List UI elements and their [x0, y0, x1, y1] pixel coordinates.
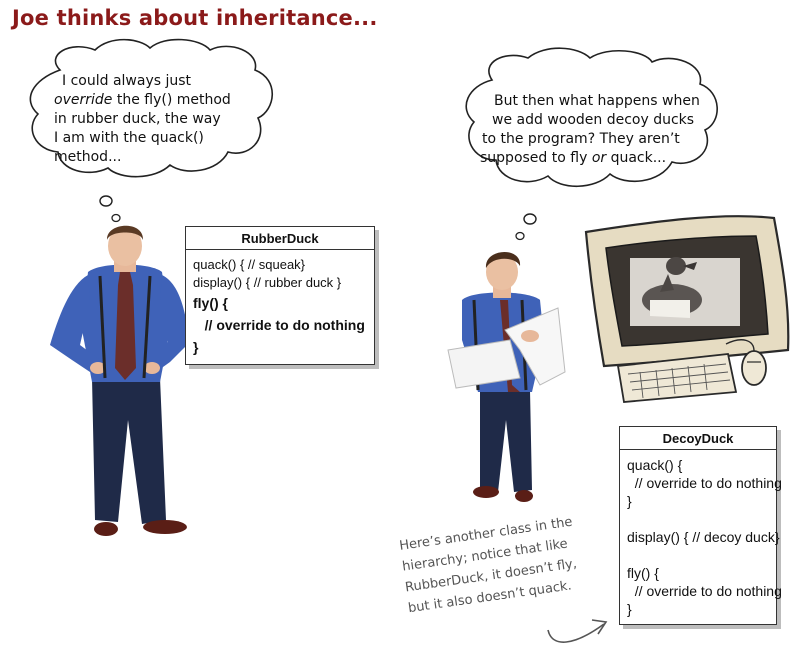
decoyduck-method-fly-close: }: [627, 601, 632, 617]
thought-bubble-right: [465, 47, 718, 187]
decoyduck-method-display: display() { // decoy duck}: [627, 529, 780, 545]
computer-illustration: [584, 215, 790, 403]
decoyduck-spacer-2: [627, 546, 770, 564]
thought-text-right: But then what happens when we add wooden…: [480, 92, 700, 168]
rubberduck-class-box: RubberDuck quack() { // squeak} display(…: [185, 226, 375, 365]
thought-right-emphasis: or: [591, 150, 607, 166]
decoyduck-class-box: DecoyDuck quack() { // override to do no…: [619, 426, 782, 625]
rubberduck-method-quack: quack() { // squeak}: [193, 257, 306, 272]
decoyduck-spacer-1: [627, 510, 770, 528]
rubberduck-class-name: RubberDuck: [186, 227, 374, 250]
thought-left-line-2: override the fly() method: [54, 91, 231, 110]
note-arrow: [547, 623, 605, 643]
thought-left-line-1: I could always just: [62, 73, 192, 89]
thought-dot-right-large: [523, 213, 537, 225]
page-title: Joe thinks about inheritance...: [12, 6, 378, 30]
decoyduck-class-name: DecoyDuck: [620, 427, 776, 450]
thought-right-line-4a: supposed to fly: [480, 150, 592, 166]
thought-dot-right-small: [515, 231, 525, 241]
decoyduck-method-quack-comment: // override to do nothing: [627, 475, 782, 491]
decoyduck-method-quack-close: }: [627, 493, 632, 509]
rubberduck-method-display: display() { // rubber duck }: [193, 275, 342, 290]
person-joe-standing: [50, 225, 190, 536]
person-reading-papers: [447, 251, 566, 502]
decoyduck-method-quack: quack() {: [627, 457, 683, 473]
thought-left-line-2-rest: the fly() method: [112, 92, 231, 108]
decoyduck-class-methods: quack() { // override to do nothing } di…: [620, 450, 782, 624]
rubberduck-method-fly: fly() {: [193, 295, 228, 311]
thought-left-line-4: I am with the quack(): [54, 130, 204, 146]
note-arrowhead: [591, 619, 608, 635]
thought-right-line-3: to the program? They aren’t: [482, 131, 680, 147]
decoyduck-method-fly-comment: // override to do nothing: [627, 583, 782, 599]
thought-dot-left-small: [111, 213, 121, 223]
thought-right-line-4b: quack...: [606, 150, 667, 166]
thought-right-line-1: But then what happens when: [494, 93, 700, 109]
thought-text-left: I could always just override the fly() m…: [54, 72, 231, 167]
rubberduck-method-fly-close: }: [193, 339, 199, 355]
thought-left-line-3: in rubber duck, the way: [54, 111, 221, 127]
thought-right-line-4: supposed to fly or quack...: [480, 149, 700, 168]
decoyduck-method-fly: fly() {: [627, 565, 659, 581]
thought-bubble-left: [29, 38, 273, 178]
thought-left-emphasis: override: [54, 92, 113, 108]
thought-left-line-5: method...: [54, 149, 122, 165]
rubberduck-method-fly-comment: // override to do nothing: [193, 317, 365, 333]
rubberduck-class-methods: quack() { // squeak} display() { // rubb…: [186, 250, 374, 364]
thought-right-line-2: we add wooden decoy ducks: [492, 112, 695, 128]
thought-dot-left-large: [99, 195, 113, 207]
